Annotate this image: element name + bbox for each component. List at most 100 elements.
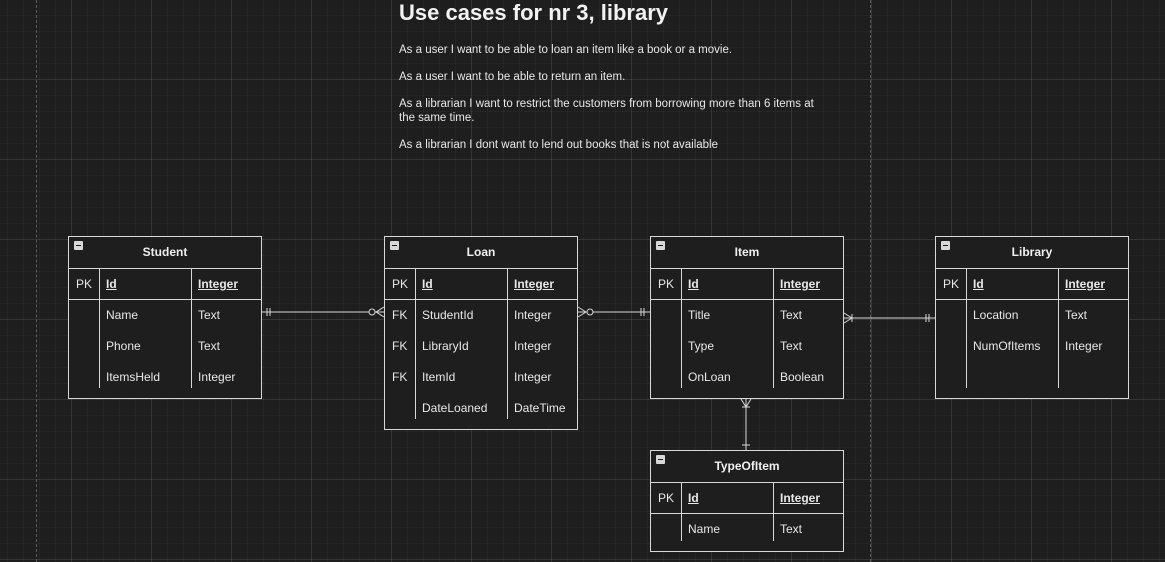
field-row[interactable]: Name Text [69,300,261,331]
field-name: OnLoan [688,370,731,384]
cardinality-many-mark [740,398,747,408]
entity-library[interactable]: Library PK Id Integer Location Text NumO… [935,236,1129,399]
page-title: Use cases for nr 3, library [399,0,669,25]
guide-line-right [870,0,871,562]
guide-line-left [36,0,37,562]
field-name: Title [688,308,711,322]
field-name: DateLoaned [422,401,488,415]
field-row[interactable]: DateLoaned DateTime [385,393,577,424]
entity-name: Item [734,245,760,259]
column-divider [681,268,682,388]
field-name: Type [688,339,715,353]
field-type: Integer [198,277,239,291]
field-type: Integer [514,370,552,384]
field-type: Text [198,339,221,353]
field-row[interactable]: ItemsHeld Integer [69,362,261,393]
field-type: Integer [780,277,821,291]
entity-item[interactable]: Item PK Id Integer Title Text Type Text … [650,236,844,399]
cardinality-zero-mark [368,308,376,316]
entity-header[interactable]: Student [69,237,261,269]
column-divider [191,268,192,388]
entity-header[interactable]: Item [651,237,843,269]
entity-student[interactable]: Student PK Id Integer Name Text Phone Te… [68,236,262,399]
field-type: Boolean [780,370,825,384]
field-type: Integer [514,308,552,322]
field-type: Text [198,308,221,322]
field-name: Name [688,522,721,536]
field-name: StudentId [422,308,474,322]
primary-key-row[interactable]: PK Id Integer [385,269,577,300]
entity-loan[interactable]: Loan PK Id Integer FK StudentId Integer … [384,236,578,430]
collapse-icon[interactable] [941,241,950,250]
column-divider [773,482,774,541]
primary-key-row[interactable]: PK Id Integer [69,269,261,300]
primary-key-row[interactable]: PK Id Integer [936,269,1128,300]
cardinality-zero-mark [586,308,594,316]
column-divider [99,268,100,388]
field-name: Phone [106,339,141,353]
field-name: Id [422,277,433,291]
field-type: DateTime [514,401,566,415]
field-row[interactable]: OnLoan Boolean [651,362,843,393]
primary-key-row[interactable]: PK Id Integer [651,269,843,300]
field-row[interactable]: Type Text [651,331,843,362]
collapse-icon[interactable] [656,455,665,464]
entity-header[interactable]: Library [936,237,1128,269]
key-label: FK [392,339,408,353]
cardinality-many-mark [375,306,385,313]
field-row[interactable]: FK LibraryId Integer [385,331,577,362]
key-label: PK [392,277,409,291]
field-name: Id [688,277,699,291]
column-divider [507,268,508,419]
field-type: Text [780,339,803,353]
collapse-icon[interactable] [74,241,83,250]
key-label: PK [76,277,93,291]
cardinality-many-mark [577,311,587,318]
field-row[interactable]: NumOfItems Integer [936,331,1128,362]
field-row[interactable]: Location Text [936,300,1128,331]
field-type: Integer [1065,339,1103,353]
field-name: NumOfItems [973,339,1041,353]
cardinality-many-mark [843,317,853,324]
entity-name: TypeOfItem [714,459,780,473]
entity-header[interactable]: TypeOfItem [651,451,843,483]
field-name: Id [688,491,699,505]
entity-name: Loan [466,245,496,259]
cardinality-many-mark [577,306,587,313]
field-name: Id [106,277,117,291]
field-type: Integer [1065,277,1106,291]
cardinality-many-mark [843,312,853,319]
field-name: LibraryId [422,339,469,353]
key-label: FK [392,308,408,322]
field-row[interactable]: Title Text [651,300,843,331]
use-case-text: As a user I want to be able to loan an i… [399,44,733,56]
field-row[interactable]: Phone Text [69,331,261,362]
field-type: Text [780,522,803,536]
field-type: Integer [780,491,821,505]
cardinality-many-mark [745,398,752,408]
collapse-icon[interactable] [656,241,665,250]
key-label: PK [943,277,960,291]
key-label: PK [658,491,675,505]
field-type: Integer [198,370,236,384]
column-divider [773,268,774,388]
entity-name: Library [1011,245,1053,259]
column-divider [681,482,682,541]
field-name: ItemsHeld [106,370,161,384]
entity-name: Student [142,245,188,259]
cardinality-many-mark [375,311,385,318]
field-row[interactable]: Name Text [651,514,843,545]
entity-header[interactable]: Loan [385,237,577,269]
field-name: Name [106,308,139,322]
field-row[interactable]: FK ItemId Integer [385,362,577,393]
key-label: FK [392,370,408,384]
field-name: Id [973,277,984,291]
field-row[interactable]: FK StudentId Integer [385,300,577,331]
primary-key-row[interactable]: PK Id Integer [651,483,843,514]
entity-typeofitem[interactable]: TypeOfItem PK Id Integer Name Text [650,450,844,552]
field-name: ItemId [422,370,456,384]
column-divider [415,268,416,419]
collapse-icon[interactable] [390,241,399,250]
field-type: Text [1065,308,1088,322]
